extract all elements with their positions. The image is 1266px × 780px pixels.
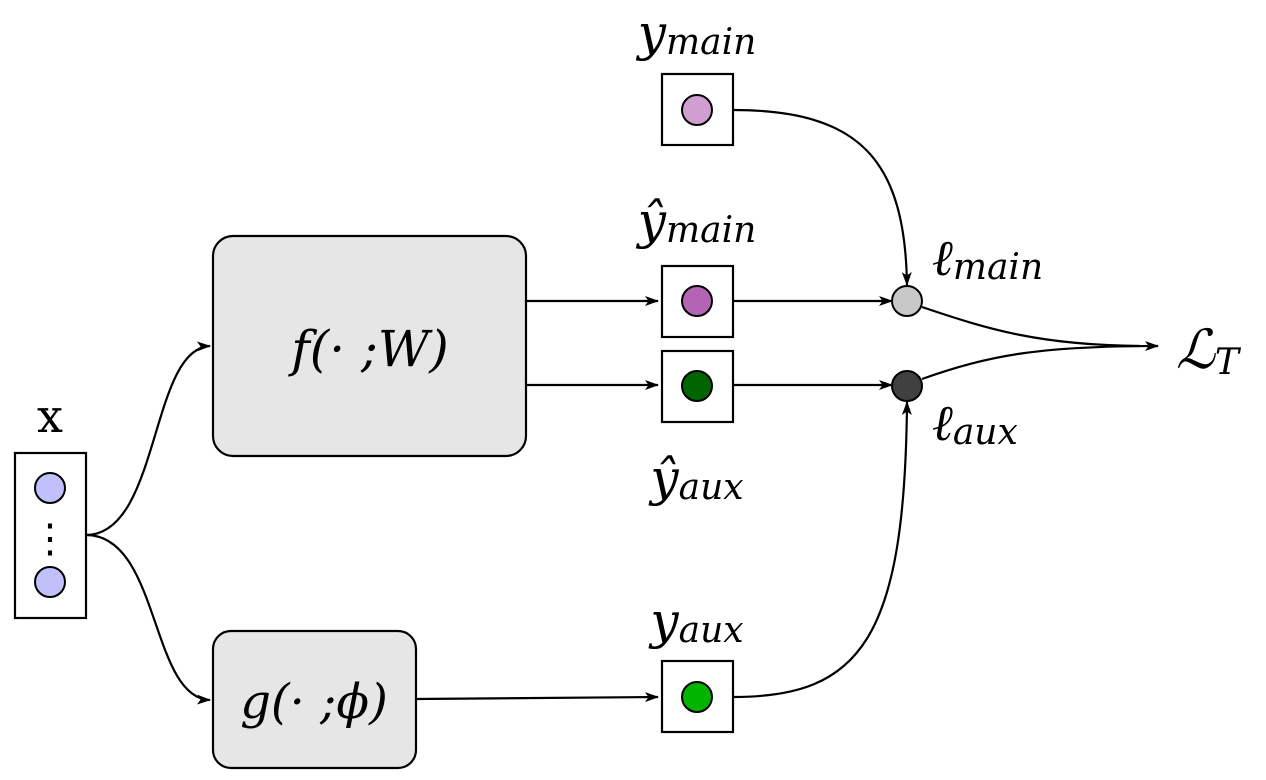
loss-total: ℒT: [1176, 318, 1242, 383]
loss-main: ℓmain: [891, 229, 1043, 317]
label-y-hat-main: ŷmain: [636, 192, 757, 251]
label-y-aux: yaux: [648, 592, 743, 651]
edges: [85, 108, 1159, 705]
node-y-aux: yaux: [648, 592, 744, 734]
input-circle-bottom: [34, 566, 66, 598]
edge-y-aux-to-l-aux: [732, 401, 912, 699]
label-l-main: ℓmain: [932, 229, 1043, 288]
input-circle-top: [34, 472, 66, 504]
edge-l-aux-to-total: [921, 341, 1159, 381]
loss-aux: ℓaux: [891, 370, 1018, 453]
label-total-loss: ℒT: [1176, 318, 1242, 383]
edge-l-main-to-total: [921, 305, 1141, 348]
function-f: f(· ;W): [211, 234, 528, 458]
function-g-label: g(· ;ϕ): [240, 674, 388, 730]
function-f-box: [211, 234, 528, 458]
circle-y-hat-aux: [681, 370, 713, 402]
node-y-hat-aux: ŷaux: [648, 349, 744, 508]
input-vector: x ⋮: [13, 389, 88, 620]
circle-l-main: [891, 285, 923, 317]
edge-x-to-g: [85, 533, 211, 705]
circle-y-hat-main: [681, 285, 713, 317]
circle-l-aux: [891, 370, 923, 402]
node-y-hat-main: ŷmain: [636, 192, 757, 339]
function-f-label: f(· ;W): [287, 320, 449, 378]
function-g-box: [211, 629, 418, 770]
circle-y-main: [681, 94, 713, 126]
label-l-aux: ℓaux: [932, 394, 1018, 453]
edge-g-to-y-aux: [415, 692, 659, 703]
input-ellipsis: ⋮: [30, 516, 70, 562]
function-g: g(· ;ϕ): [211, 629, 418, 770]
edge-y-main-to-l-main: [732, 108, 912, 286]
node-y-main: ymain: [636, 4, 757, 147]
edge-x-to-f: [85, 341, 211, 537]
circle-y-aux: [681, 681, 713, 713]
input-label: x: [37, 389, 63, 443]
label-y-main: ymain: [636, 4, 757, 63]
label-y-hat-aux: ŷaux: [648, 449, 743, 508]
